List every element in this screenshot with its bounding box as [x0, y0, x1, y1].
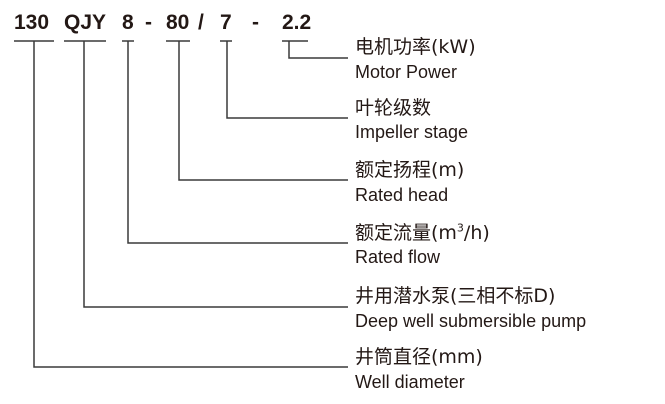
leader-pump-type	[83, 41, 348, 308]
code-slash: /	[198, 11, 204, 34]
code-flow: 8	[122, 11, 134, 34]
leader-well-diameter	[33, 41, 348, 368]
code-dash: -	[252, 11, 259, 34]
label-motor-power-en: Motor Power	[355, 62, 458, 82]
label-well-diameter-cn: 井筒直径(mm)	[355, 346, 483, 368]
label-rated-head-cn: 额定扬程(m)	[355, 159, 465, 181]
label-pump-type-en: Deep well submersible pump	[355, 311, 587, 331]
leader-impeller-stage	[226, 41, 348, 119]
code-dash: -	[145, 11, 152, 34]
leader-motor-power	[288, 41, 348, 59]
label-rated-flow-cn-main: 额定流量(m	[355, 222, 457, 244]
label-rated-flow-cn: 额定流量(m3/h)	[355, 220, 490, 246]
label-pump-type-cn: 井用潜水泵(三相不标D)	[355, 285, 556, 307]
label-well-diameter-en: Well diameter	[355, 372, 465, 392]
code-stage: 7	[220, 11, 232, 34]
leader-rated-head	[178, 41, 348, 181]
label-impeller-stage-cn: 叶轮级数	[355, 97, 432, 119]
code-power: 2.2	[282, 11, 312, 34]
label-rated-head-en: Rated head	[355, 185, 449, 205]
code-head: 80	[166, 11, 190, 34]
label-rated-flow-cn-sup: 3	[456, 221, 464, 235]
leader-rated-flow	[127, 41, 348, 244]
code-series: QJY	[64, 11, 107, 34]
code-diameter: 130	[14, 11, 50, 34]
label-motor-power-cn: 电机功率(kW)	[355, 36, 476, 58]
label-rated-flow-cn-tail: /h)	[463, 222, 490, 244]
label-impeller-stage-en: Impeller stage	[355, 122, 469, 142]
label-rated-flow-en: Rated flow	[355, 247, 441, 267]
